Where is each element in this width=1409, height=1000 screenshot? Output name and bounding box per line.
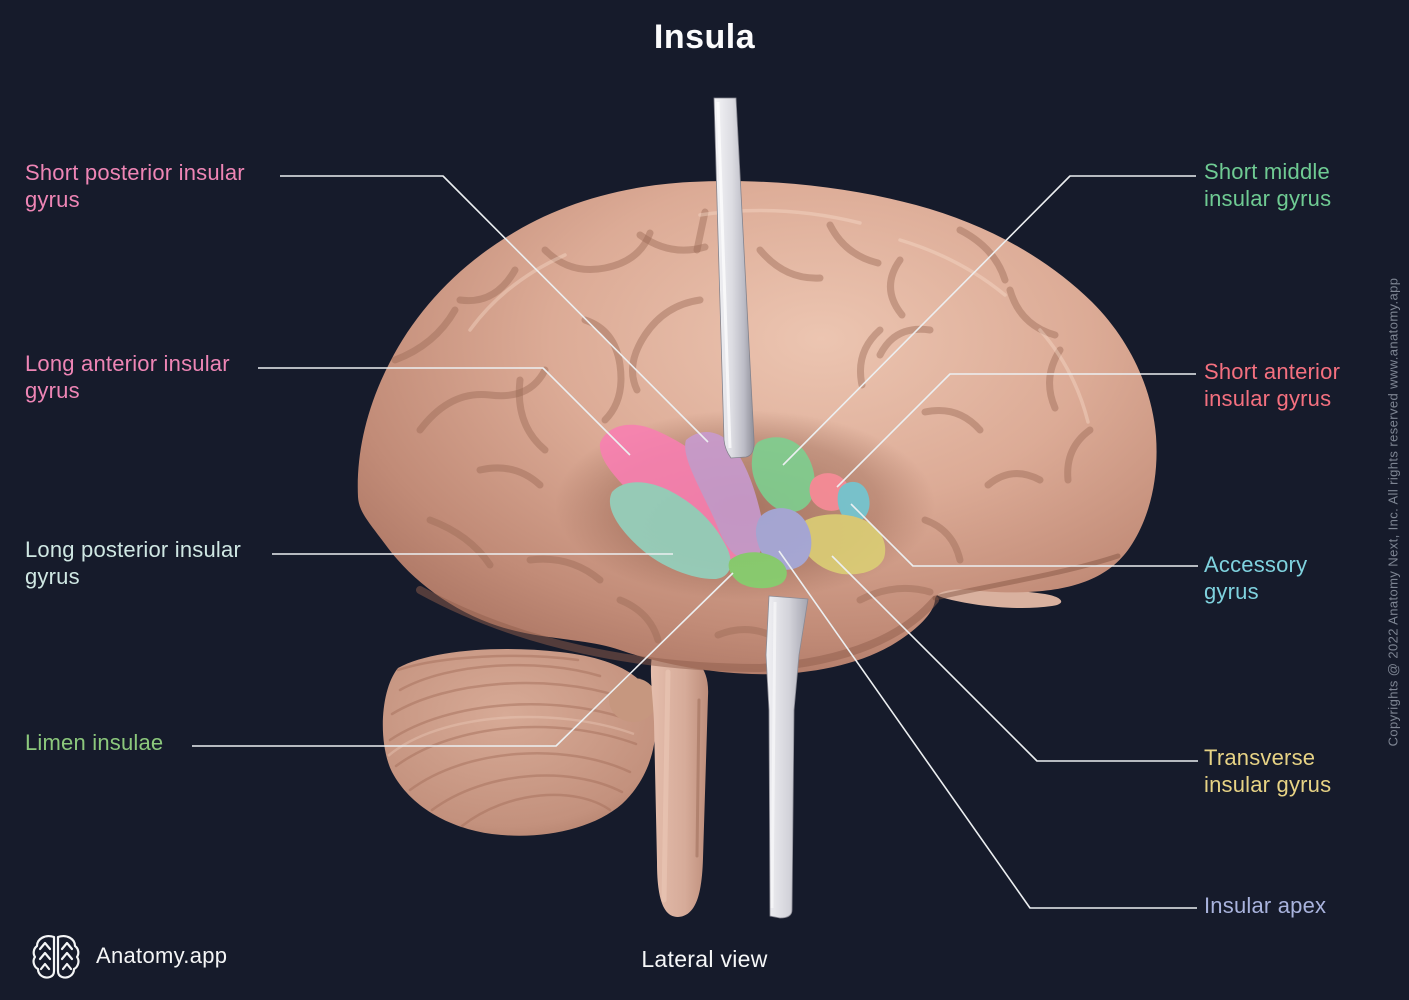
- cerebellum: [382, 648, 656, 836]
- brainstem: [609, 653, 709, 917]
- patch-short-posterior-insular-gyrus: [685, 432, 764, 561]
- label-insular-apex: Insular apex: [1204, 893, 1327, 918]
- view-label: Lateral view: [641, 946, 768, 972]
- label-short-middle-insular-gyrus: Short middle insular gyrus: [1204, 159, 1332, 211]
- label-short-posterior-insular-gyrus: Short posterior insular gyrus: [25, 160, 245, 212]
- retractor-top: [713, 97, 755, 459]
- retractor-bottom: [765, 595, 809, 919]
- leader-accessory-gyrus: [850, 503, 1198, 567]
- copyright-text: Copyrights @ 2022 Anatomy Next, Inc. All…: [1385, 277, 1401, 747]
- patch-short-middle-insular-gyrus: [751, 437, 815, 513]
- label-accessory-gyrus: Accessory gyrus: [1204, 552, 1308, 604]
- label-limen-insulae: Limen insulae: [25, 730, 164, 755]
- leader-short-posterior-insular-gyrus: [280, 175, 709, 443]
- temporal-spur: [928, 584, 1062, 609]
- leader-limen-insulae: [192, 572, 734, 747]
- patch-insular-apex: [755, 508, 812, 570]
- label-transverse-insular-gyrus: Transverse insular gyrus: [1204, 745, 1332, 797]
- patch-accessory-gyrus: [837, 481, 870, 523]
- patch-long-posterior-insular-gyrus: [609, 482, 731, 580]
- brand-name: Anatomy.app: [96, 943, 228, 968]
- leader-long-anterior-insular-gyrus: [258, 367, 631, 456]
- brain-logo-icon: [32, 935, 80, 979]
- patch-transverse-insular-gyrus: [800, 514, 886, 575]
- patch-limen-insulae: [728, 552, 787, 589]
- leader-transverse-insular-gyrus: [831, 555, 1198, 762]
- label-long-anterior-insular-gyrus: Long anterior insular gyrus: [25, 351, 230, 403]
- label-short-anterior-insular-gyrus: Short anterior insular gyrus: [1204, 359, 1341, 411]
- leader-short-middle-insular-gyrus: [782, 175, 1196, 466]
- brand: Anatomy.app: [30, 930, 227, 982]
- label-long-posterior-insular-gyrus: Long posterior insular gyrus: [25, 537, 241, 589]
- leader-insular-apex: [778, 550, 1197, 909]
- leader-short-anterior-insular-gyrus: [836, 373, 1196, 488]
- page-title: Insula: [653, 18, 756, 56]
